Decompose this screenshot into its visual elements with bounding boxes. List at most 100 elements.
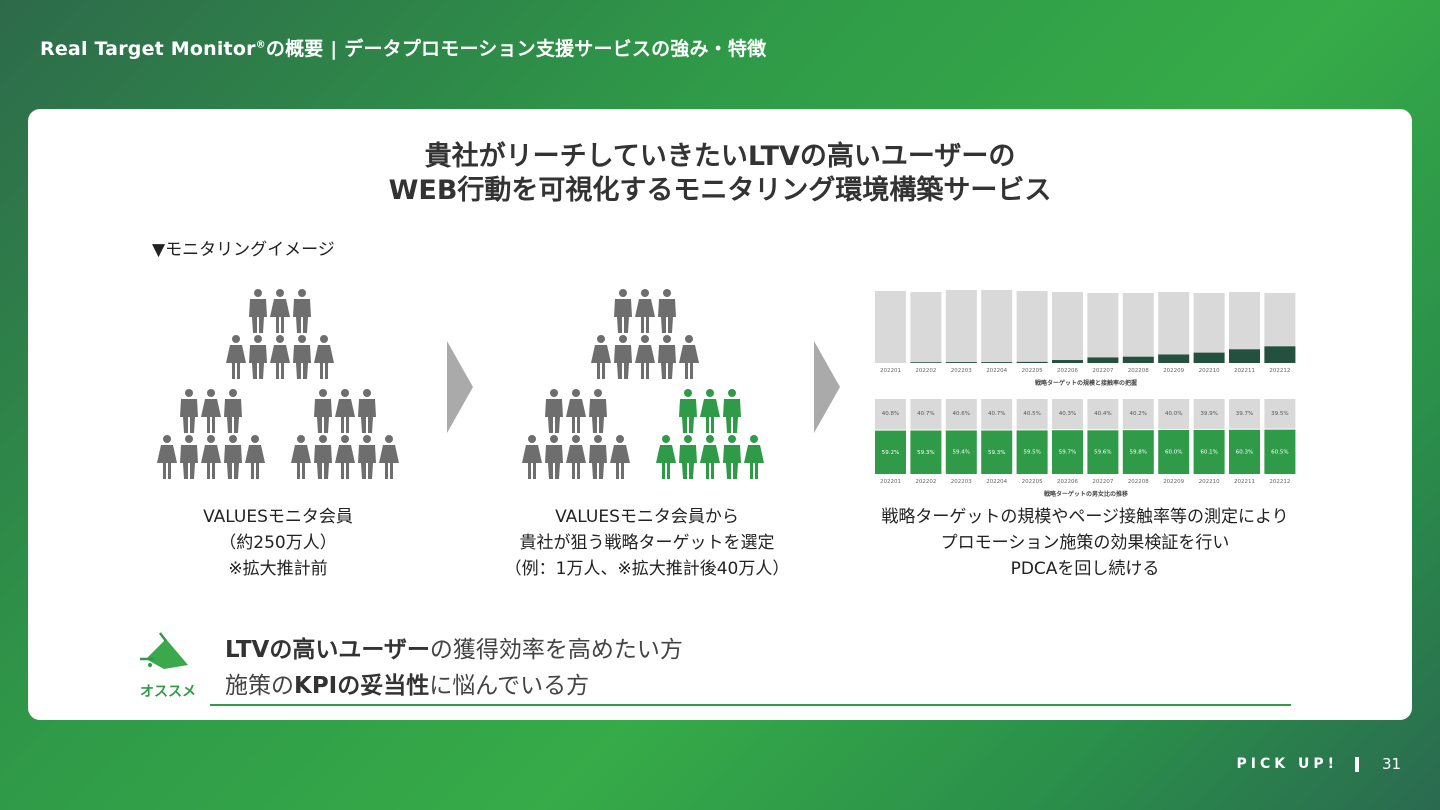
step-1-caption-line-2: （約250万人） [219,533,337,553]
data-label: 59.4% [953,450,970,456]
data-label: 59.2% [882,450,899,456]
bar-segment-series-2 [875,430,906,474]
x-tick-label: 202209 [1163,479,1184,485]
person-icon [291,435,311,479]
bar-segment-series-2 [1052,430,1083,474]
bar-segment-series-2 [1158,430,1190,474]
x-tick-label: 202201 [880,368,901,374]
person-icon [658,335,676,379]
person-icon [335,389,355,433]
monitoring-charts: 202201 202202 202203 202204 202205 202206 2022… [873,287,1299,505]
brand-name: Real Target Monitor [40,38,256,60]
x-tick-label: 202207 [1092,368,1113,374]
person-icon [224,389,242,433]
bar-contact-rate [1264,346,1296,363]
bar-segment-series-1 [1122,399,1154,430]
bar-contact-rate [910,362,942,363]
chart-title: 戦略ターゲットの規模と接触率の把握 [1035,379,1137,387]
bar-segment-series-2 [910,430,942,474]
data-label: 59.3% [988,450,1005,456]
bar-segment-series-1 [945,399,977,430]
bar-background [1087,293,1119,363]
bar-segment-series-2 [1016,430,1048,474]
chart-title: 戦略ターゲットの男女比の推移 [1044,490,1128,498]
people-group-target-selected [522,289,764,479]
data-label: 39.7% [1236,411,1253,417]
x-tick-label: 202205 [1022,479,1043,485]
bar-segment-series-1 [1193,399,1225,429]
data-label: 59.3% [917,450,934,456]
data-label: 59.5% [1023,450,1040,456]
step-2-caption-line-3: （例：1万人、※拡大推計後40万人） [504,559,790,579]
person-icon [249,335,267,379]
person-icon [589,435,607,479]
x-tick-label: 202211 [1234,479,1255,485]
person-icon [744,435,764,479]
person-icon [226,335,246,379]
x-tick-label: 202203 [951,368,972,374]
recommend-line-1: LTVの高いユーザーの獲得効率を高めたい方 [225,630,683,664]
person-icon [157,435,177,479]
step-1-caption-line-1: VALUESモニタ会員 [203,507,353,527]
bar-segment-series-2 [1122,430,1154,474]
x-tick-label: 202206 [1057,479,1078,485]
data-label: 60.3% [1236,449,1253,455]
bar-contact-rate [945,362,977,363]
bar-contact-rate [1158,354,1190,363]
bar-background [1016,291,1048,363]
person-icon [656,435,676,479]
recommend-line-2-rest: に悩んでいる方 [429,673,590,699]
x-tick-label: 202203 [951,479,972,485]
x-tick-label: 202212 [1269,479,1290,485]
x-tick-label: 202201 [880,479,901,485]
data-label: 40.8% [882,411,899,417]
arrow-right-icon [447,341,473,433]
data-label: 59.6% [1094,450,1111,456]
data-label: 40.3% [1059,411,1076,417]
person-icon [700,435,720,479]
bar-segment-series-1 [1087,399,1119,430]
person-icon [201,389,221,433]
person-icon [545,389,563,433]
x-tick-label: 202205 [1022,368,1043,374]
person-icon [635,335,655,379]
step-3-caption-line-1: 戦略ターゲットの規模やページ接触率等の測定により [881,507,1289,527]
step-3-caption-line-2: プロモーション施策の効果検証を行い [940,533,1230,553]
headline-line-2: WEB行動を可視化するモニタリング環境構築サービス [388,175,1052,206]
person-icon [201,435,221,479]
bar-contact-rate [1052,360,1083,363]
person-icon [522,435,542,479]
data-label: 60.5% [1271,449,1288,455]
bar-segment-series-1 [910,399,942,430]
people-group-all-members [157,289,399,479]
bar-contact-rate [1229,349,1260,363]
pick-up-label: PICK UP! [1236,756,1338,772]
step-2-caption-line-2: 貴社が狙う戦略ターゲットを選定 [519,533,775,553]
recommend-line-2-bold: KPIの妥当性 [294,673,430,699]
person-icon [293,335,311,379]
recommend-line-1-bold: LTVの高いユーザー [225,637,430,663]
person-icon [358,389,376,433]
data-label: 40.6% [953,411,970,417]
x-tick-label: 202202 [915,479,936,485]
person-icon [589,389,607,433]
x-tick-label: 202208 [1128,479,1149,485]
data-label: 40.7% [988,411,1005,417]
data-label: 40.2% [1130,411,1147,417]
bar-segment-series-1 [875,399,906,430]
person-icon [610,435,630,479]
data-label: 60.0% [1165,450,1182,456]
person-icon [635,289,655,333]
page-number: 31 [1382,755,1402,773]
bar-background [910,292,942,363]
x-tick-label: 202204 [986,479,1007,485]
person-icon [679,389,697,433]
data-label: 59.8% [1130,450,1147,456]
bar-background [875,291,906,363]
recommend-line-2-pre: 施策の [225,673,294,699]
person-icon [358,435,376,479]
x-tick-label: 202208 [1128,368,1149,374]
person-icon [249,289,267,333]
person-icon [566,389,586,433]
bar-segment-series-1 [981,399,1013,430]
